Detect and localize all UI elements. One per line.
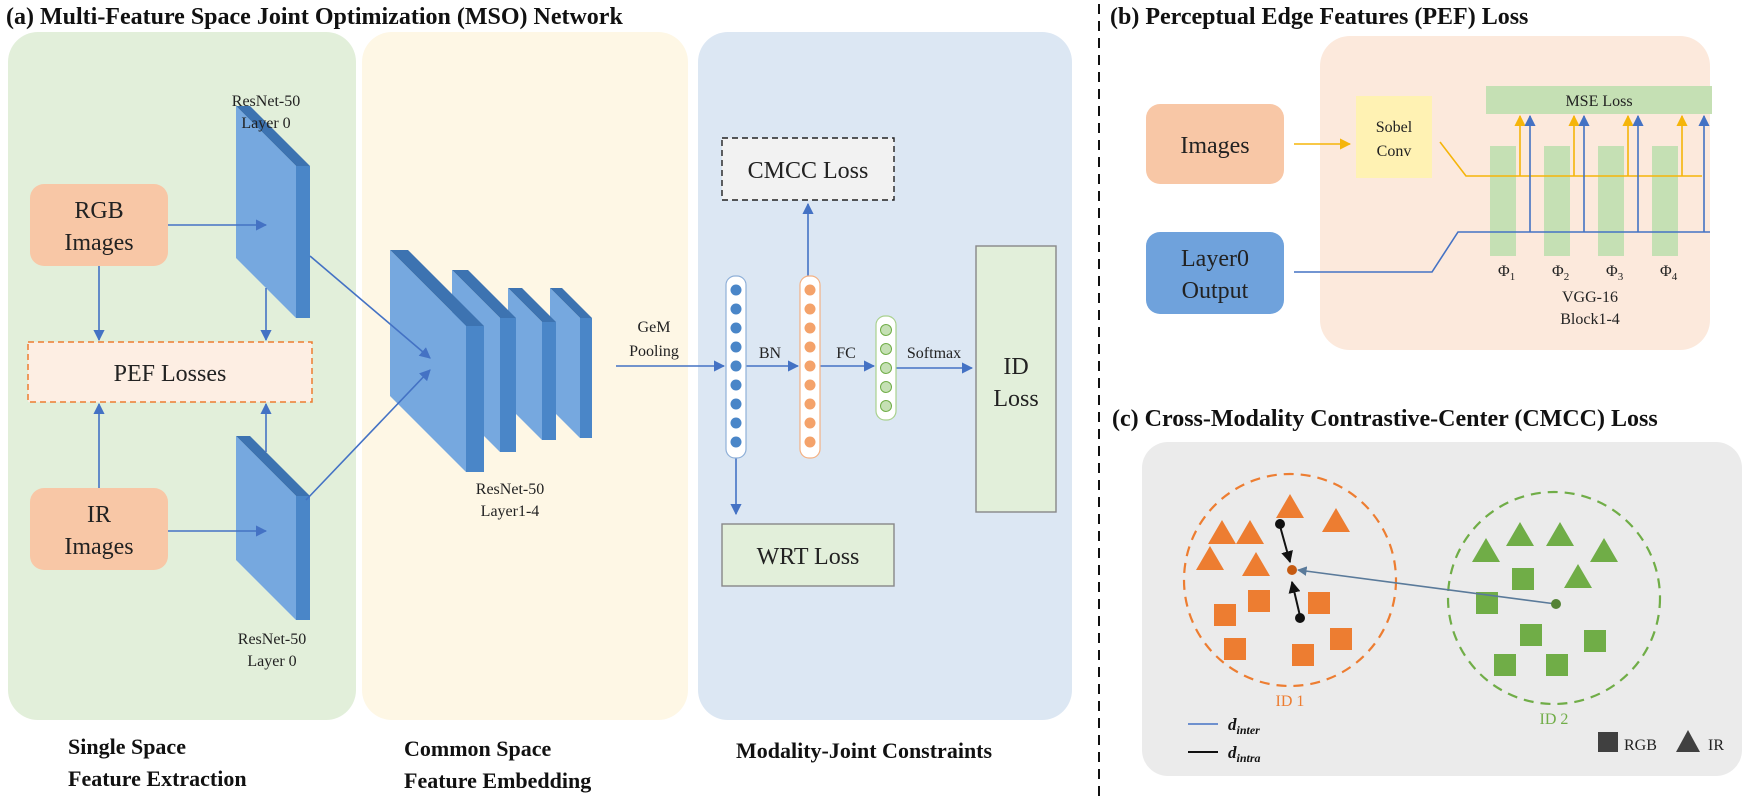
id2-cluster-circle xyxy=(1446,490,1662,706)
intra-distance-lines xyxy=(1279,525,1301,617)
section-modality: Modality-Joint Constraints xyxy=(736,738,993,763)
resnet-layer14-line1: ResNet-50 xyxy=(476,481,544,498)
legend-triangle-icon xyxy=(1676,730,1700,752)
mse-loss-label: MSE Loss xyxy=(1565,93,1632,110)
resnet-layer0-bottom-line1: ResNet-50 xyxy=(238,631,306,648)
legend-intra-label: dintra xyxy=(1228,743,1261,765)
id1-label: ID 1 xyxy=(1276,693,1305,710)
phi-label-3: Φ3 xyxy=(1606,263,1624,283)
cmcc-loss-box: CMCC Loss xyxy=(721,137,895,201)
resnet-layer0-top-line1: ResNet-50 xyxy=(232,93,300,110)
layer0-path xyxy=(1294,114,1710,273)
cmcc-panel xyxy=(1142,442,1742,776)
section-single-line2: Feature Extraction xyxy=(68,766,247,791)
sobel-conv-line2: Conv xyxy=(1377,143,1412,160)
sobel-conv-box: Sobel Conv xyxy=(1356,96,1432,178)
wrt-loss-box: WRT Loss xyxy=(721,523,895,587)
id2-center-dot xyxy=(1551,599,1561,609)
pef-losses-box: PEF Losses xyxy=(27,341,313,403)
vgg-line1: VGG-16 xyxy=(1562,289,1618,306)
images-label: Images xyxy=(1180,133,1249,159)
rgb-images-line1: RGB xyxy=(74,198,123,224)
id2-rgb-squares xyxy=(1476,568,1606,676)
id1-center-dot xyxy=(1287,565,1297,575)
fc-label: FC xyxy=(836,345,856,362)
mse-loss-bar: MSE Loss xyxy=(1486,86,1712,114)
id1-cluster-circle xyxy=(1182,472,1398,688)
inter-distance-line xyxy=(1297,566,1557,605)
vgg-blocks xyxy=(1490,146,1678,256)
legend-inter-label: dinter xyxy=(1228,715,1260,737)
resnet-layer0-top-block xyxy=(236,106,310,318)
ir-center-dot xyxy=(1295,613,1305,623)
pef-losses-label: PEF Losses xyxy=(114,361,227,387)
layer0-output-line1: Layer0 xyxy=(1181,246,1249,272)
images-box: Images xyxy=(1146,104,1284,184)
id-loss-box: ID Loss xyxy=(975,245,1057,513)
vgg-block-2 xyxy=(1544,146,1570,256)
wrt-loss-label: WRT Loss xyxy=(757,544,860,570)
sobel-path xyxy=(1294,114,1702,177)
id2-ir-triangles xyxy=(1472,522,1618,588)
bn-label: BN xyxy=(759,345,782,362)
legend-ir-label: IR xyxy=(1708,737,1724,754)
cmcc-loss-label: CMCC Loss xyxy=(748,158,869,184)
feature-vector-blue xyxy=(725,275,747,459)
ir-images-box: IR Images xyxy=(30,488,168,570)
vgg-line2: Block1-4 xyxy=(1560,311,1620,328)
id-loss-line1: ID xyxy=(1003,354,1028,380)
phi-label-4: Φ4 xyxy=(1660,263,1678,283)
id-loss-line2: Loss xyxy=(993,386,1038,412)
section-single-line1: Single Space xyxy=(68,734,186,759)
resnet-layer14-line2: Layer1-4 xyxy=(481,503,540,520)
phi-label-1: Φ1 xyxy=(1498,263,1515,283)
panel-a-arrows xyxy=(93,202,974,537)
legend-rgb-label: RGB xyxy=(1624,737,1657,754)
vgg-block-1 xyxy=(1490,146,1516,256)
resnet-layer14-stack xyxy=(390,250,592,472)
panel-c-title: (c) Cross-Modality Contrastive-Center (C… xyxy=(1112,406,1658,432)
section-common-line1: Common Space xyxy=(404,736,552,761)
vgg-block-3 xyxy=(1598,146,1624,256)
vgg-block-4 xyxy=(1652,146,1678,256)
rgb-center-dot xyxy=(1275,519,1285,529)
legend-square-icon xyxy=(1598,732,1618,752)
feature-vector-green xyxy=(875,315,897,421)
layer0-output-box: Layer0 Output xyxy=(1146,232,1284,314)
ir-images-line2: Images xyxy=(64,534,133,560)
phi-label-2: Φ2 xyxy=(1552,263,1569,283)
rgb-images-line2: Images xyxy=(64,230,133,256)
id1-rgb-squares xyxy=(1214,590,1352,666)
feature-vector-orange xyxy=(799,275,821,459)
ir-images-line1: IR xyxy=(87,502,111,528)
gem-pooling-line2: Pooling xyxy=(629,343,679,360)
id2-label: ID 2 xyxy=(1540,711,1569,728)
panel-a-title: (a) Multi-Feature Space Joint Optimizati… xyxy=(6,4,623,30)
panel-b-title: (b) Perceptual Edge Features (PEF) Loss xyxy=(1110,4,1528,30)
layer0-output-line2: Output xyxy=(1182,278,1249,304)
sobel-conv-line1: Sobel xyxy=(1376,119,1413,136)
section-common-line2: Feature Embedding xyxy=(404,768,591,793)
softmax-label: Softmax xyxy=(907,345,961,362)
id1-ir-triangles xyxy=(1196,494,1350,576)
gem-pooling-line1: GeM xyxy=(638,319,671,336)
resnet-layer0-top-line2: Layer 0 xyxy=(241,115,290,132)
rgb-images-box: RGB Images xyxy=(30,184,168,266)
resnet-layer0-bottom-line2: Layer 0 xyxy=(247,653,296,670)
